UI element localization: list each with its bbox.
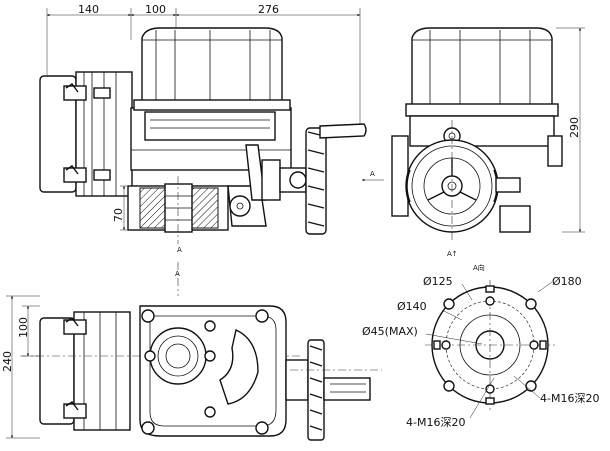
dim-140: 140 (78, 3, 99, 16)
motor-housing (39, 71, 133, 197)
view-arrow-up: A (175, 270, 180, 278)
handwheel-assembly (227, 123, 367, 235)
flange-d180: Ø180 (552, 275, 582, 288)
dim-240: 240 (1, 351, 14, 372)
flange-d45-max: Ø45(MAX) (362, 325, 418, 338)
base-section: 70 (112, 176, 229, 244)
bolt-spec-inner: 4-M16深20 (406, 416, 465, 429)
dim-100-plan: 100 (17, 317, 30, 338)
dim-290: 290 (568, 117, 581, 138)
side-view: A A↑ 290 (361, 27, 585, 258)
control-cover (133, 27, 291, 111)
dim-70: 70 (112, 208, 125, 222)
top-dimension-chain: 140 100 276 (46, 3, 361, 128)
dim-100: 100 (145, 3, 166, 16)
plan-view: 240 100 (1, 262, 382, 441)
flange-view: A向 Ø125 Ø180 Ø140 Ø45(MAX) 4-M16深20 (362, 263, 599, 429)
view-arrow-a: A (370, 170, 375, 178)
flange-d125: Ø125 (423, 275, 453, 288)
bolt-spec-outer: 4-M16深20 (540, 392, 599, 405)
view-arrow-a-small: A↑ (447, 250, 458, 258)
flange-view-label: A向 (473, 263, 485, 272)
front-view: 140 100 276 (39, 3, 367, 254)
dim-276: 276 (258, 3, 279, 16)
flange-d140: Ø140 (397, 300, 427, 313)
section-mark-a: A (177, 246, 182, 254)
